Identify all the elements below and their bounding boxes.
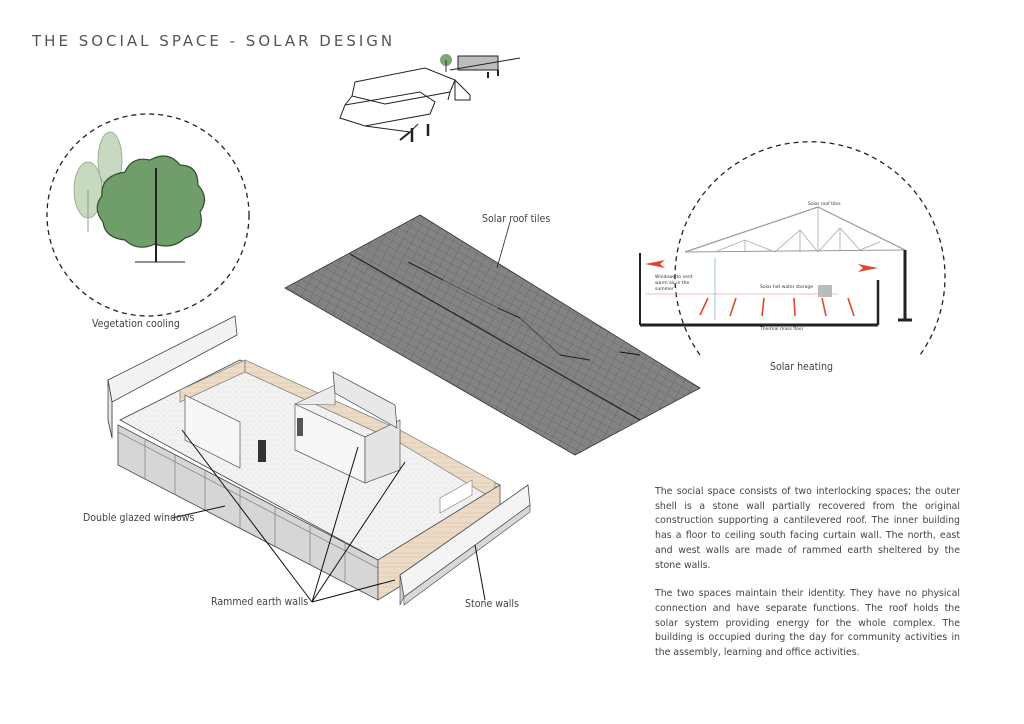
roof-leader xyxy=(496,221,511,269)
vegetation-circle xyxy=(46,113,250,317)
site-sketch xyxy=(339,55,521,142)
description: The social space consists of two interlo… xyxy=(655,485,960,675)
double-glazed-label: Double glazed windows xyxy=(83,512,195,524)
page-title: THE SOCIAL SPACE - SOLAR DESIGN xyxy=(32,32,396,50)
vegetation-label: Vegetation cooling xyxy=(92,318,180,330)
floor-label: Thermal mass floor xyxy=(760,327,804,332)
description-paragraph-1: The social space consists of two interlo… xyxy=(655,486,960,571)
leader-lines xyxy=(171,351,641,603)
solar-heating-label: Solar heating xyxy=(770,361,833,373)
solar-roof xyxy=(284,214,701,456)
description-paragraph-2: The two spaces maintain their identity. … xyxy=(655,588,960,659)
tree-icon xyxy=(73,131,206,263)
floor-heating-lines xyxy=(699,297,855,317)
storage-label: Solar hot water storage xyxy=(760,285,814,290)
rammed-earth-label: Rammed earth walls xyxy=(211,596,309,608)
building-axonometric xyxy=(107,315,531,606)
section-diagram xyxy=(639,206,912,327)
heat-arrows xyxy=(645,260,878,272)
solar-heating-circle xyxy=(674,141,946,356)
site-sketch-tree xyxy=(440,54,452,72)
windows-note: Windows to vent warm air in the summer xyxy=(655,275,693,292)
heating-roof-label: Solar roof tiles xyxy=(808,202,841,207)
solar-roof-label: Solar roof tiles xyxy=(482,213,551,225)
stone-walls-label: Stone walls xyxy=(465,598,519,610)
